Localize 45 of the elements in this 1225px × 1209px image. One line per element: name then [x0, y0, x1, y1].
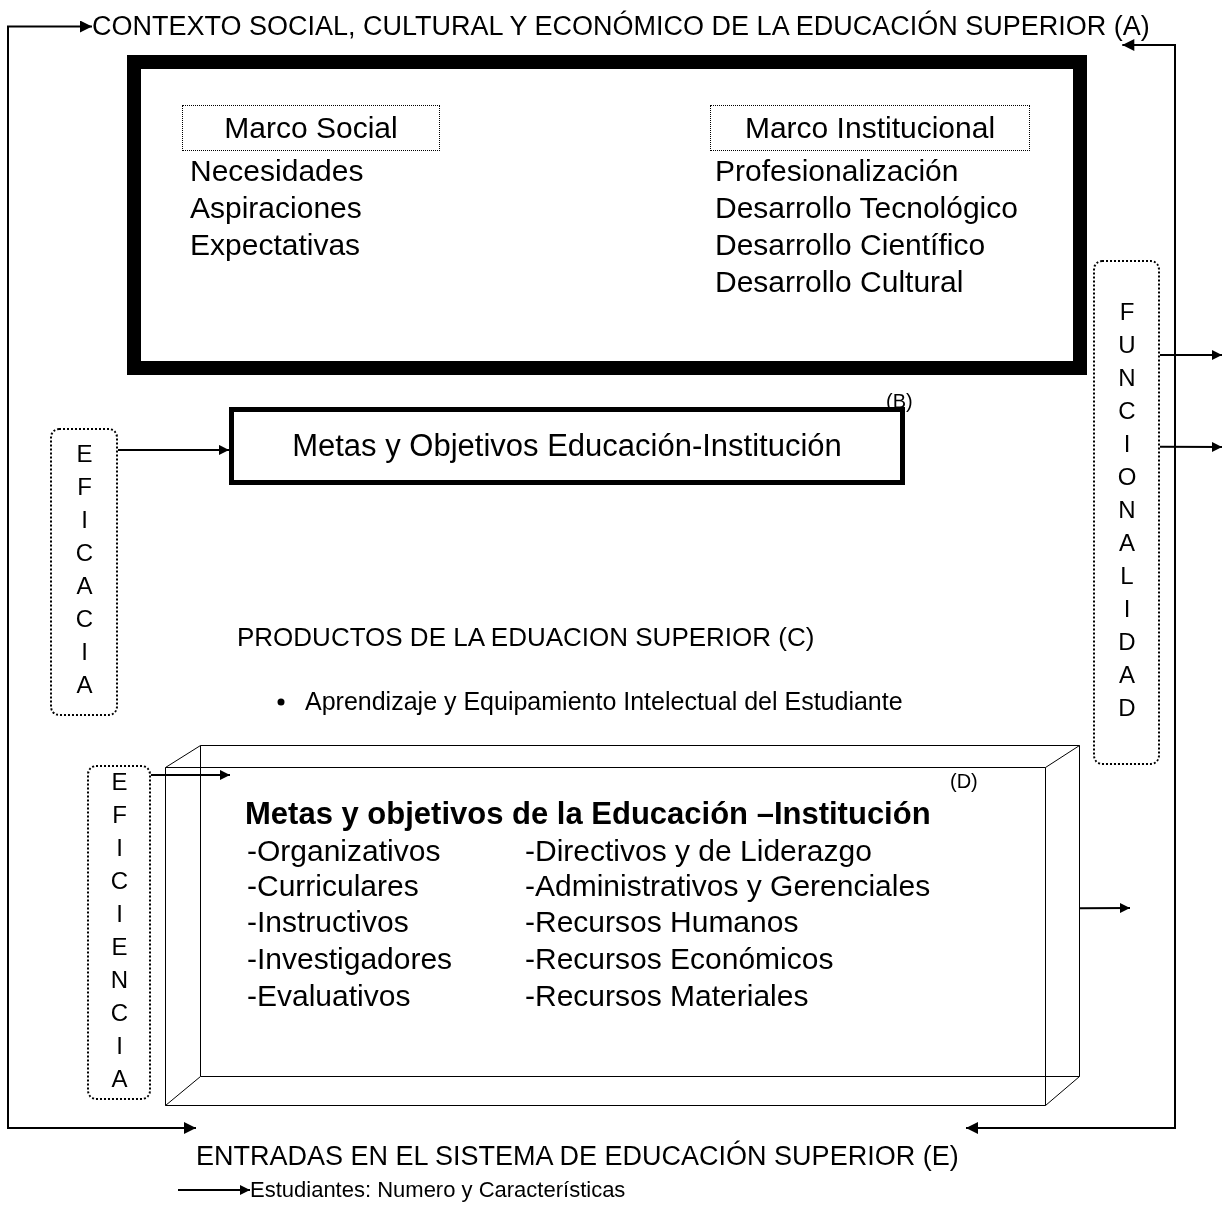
arrow — [1159, 350, 1223, 360]
list-item: -Investigadores — [247, 942, 453, 976]
list-item: Necesidades — [190, 154, 364, 188]
dotted-box — [87, 765, 151, 1100]
arrow — [7, 20, 197, 1134]
list-item: -Recursos Humanos — [525, 905, 799, 939]
vertical-text: EFICACIA — [72, 440, 96, 704]
heading-text: CONTEXTO SOCIAL, CULTURAL Y ECONÓMICO DE LA EDUCACIÓN SUPERIOR (A) — [92, 8, 1152, 45]
list-item: -Organizativos — [247, 834, 441, 868]
arrow — [177, 1185, 251, 1195]
heading-text: Estudiantes: Numero y Características — [250, 1176, 680, 1204]
box-heading: Metas y objetivos de la Educación –Institución — [245, 796, 931, 832]
dotted-box — [50, 428, 118, 716]
arrow — [1079, 903, 1131, 914]
list-item: Profesionalización — [715, 154, 959, 188]
box-label: Marco Institucional — [744, 111, 996, 145]
bullet-text: Aprendizaje y Equipamiento Intelectual del Estudiante — [305, 687, 903, 716]
arrow — [1159, 442, 1223, 452]
cube-box — [165, 745, 1080, 1106]
box-label: Marco Social — [224, 111, 398, 145]
list-item: Expectativas — [190, 228, 361, 262]
list-item: -Instructivos — [247, 905, 409, 939]
list-item: Desarrollo Científico — [715, 228, 986, 262]
arrow — [117, 444, 230, 455]
dotted-box — [710, 105, 1030, 151]
arrow — [150, 769, 231, 780]
list-item: -Recursos Materiales — [525, 979, 809, 1013]
list-item: -Evaluativos — [247, 979, 411, 1013]
list-item: -Recursos Económicos — [525, 942, 834, 976]
dotted-box — [182, 105, 440, 151]
dotted-box — [1093, 260, 1160, 765]
list-item: Desarrollo Tecnológico — [715, 191, 1018, 225]
heading-text: ENTRADAS EN EL SISTEMA DE EDUCACIÓN SUPERIOR (E) — [196, 1120, 966, 1172]
list-item: -Administrativos y Gerenciales — [525, 869, 931, 903]
list-item: -Directivos y de Liderazgo — [525, 834, 872, 868]
box-label: Metas y Objetivos Educación-Institución — [292, 428, 842, 464]
list-item: Desarrollo Cultural — [715, 265, 964, 299]
callout-letter: (D) — [950, 770, 978, 793]
list-item: -Curriculares — [247, 869, 419, 903]
list-item: Aspiraciones — [190, 191, 362, 225]
heading-text: PRODUCTOS DE LA EDUACION SUPERIOR (C) — [237, 622, 815, 653]
arrow — [965, 39, 1176, 1134]
frame-box — [127, 55, 1087, 375]
vertical-text: FUNCIONALIDAD — [1114, 298, 1139, 727]
vertical-text: EFICIENCIA — [107, 767, 131, 1098]
